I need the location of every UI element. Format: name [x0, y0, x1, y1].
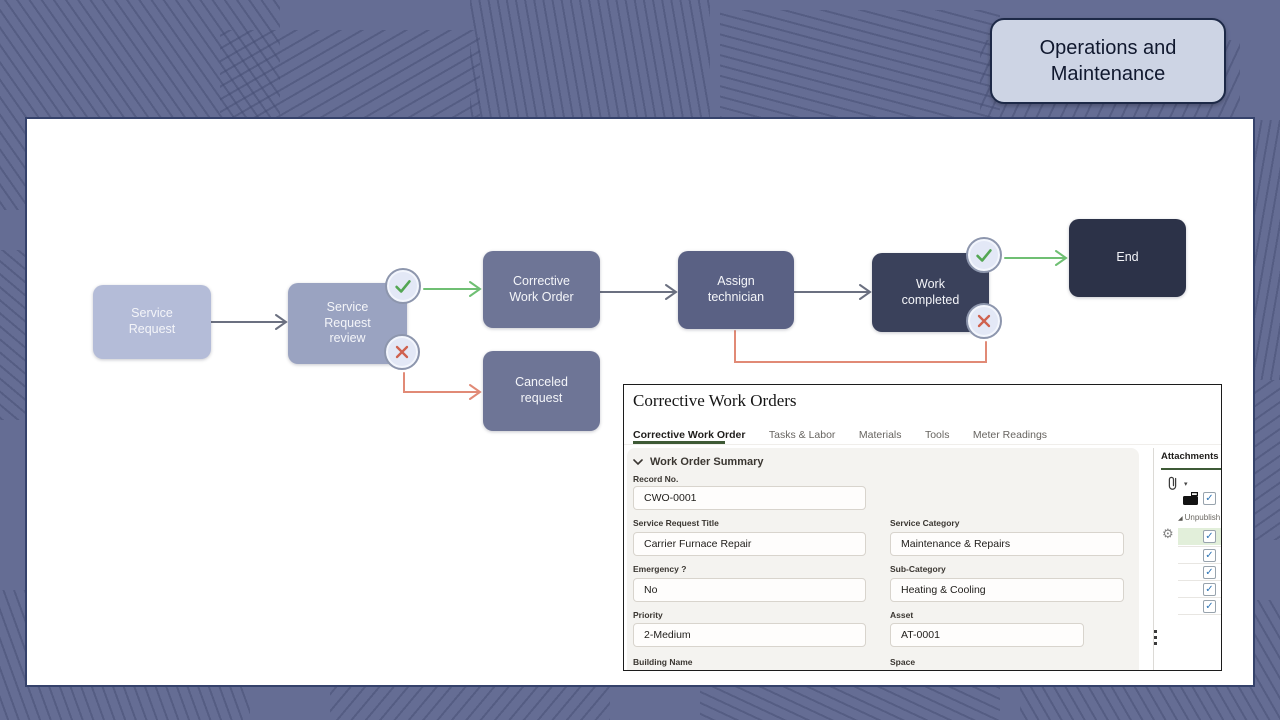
field-input-emergency[interactable]: No — [633, 578, 866, 602]
check-icon — [395, 280, 411, 293]
flow-node-corrective-work-order: Corrective Work Order — [483, 251, 600, 328]
form-title: Corrective Work Orders — [633, 391, 797, 410]
check-icon — [976, 249, 992, 262]
field-label-priority: Priority — [633, 610, 663, 620]
workorder-form-window: Corrective Work Orders Corrective Work O… — [623, 384, 1222, 671]
row-divider — [1178, 563, 1221, 564]
attachments-underline — [1161, 468, 1221, 470]
gate-review-approved — [385, 268, 421, 304]
tab-materials[interactable]: Materials — [858, 429, 902, 441]
work-order-summary-section: Work Order Summary Record No. CWO-0001 S… — [627, 448, 1139, 670]
chevron-down-icon[interactable] — [633, 459, 643, 466]
row-divider — [1178, 614, 1221, 615]
attachment-checkbox[interactable]: ✓ — [1203, 566, 1216, 579]
tree-item-unpublished[interactable]: ◢Unpublish — [1178, 513, 1220, 522]
flow-node-service-request: Service Request — [93, 285, 211, 359]
flow-node-end: End — [1069, 219, 1186, 297]
field-label-record-no: Record No. — [633, 474, 679, 484]
flow-connectors — [210, 250, 1068, 400]
approve-arrows — [423, 250, 1068, 297]
section-title: Work Order Summary — [633, 456, 764, 468]
attachment-checkbox[interactable]: ✓ — [1203, 492, 1216, 505]
form-tab-bar: Corrective Work Order Tasks & Labor Mate… — [633, 425, 1066, 443]
attachment-checkbox[interactable]: ✓ — [1203, 583, 1216, 596]
attachments-title: Attachments — [1161, 451, 1219, 462]
tab-tasks-labor[interactable]: Tasks & Labor — [768, 429, 836, 441]
node-label: Canceled request — [515, 375, 568, 405]
field-label-service-request-title: Service Request Title — [633, 518, 719, 528]
flow-node-assign-technician: Assign technician — [678, 251, 794, 329]
gate-work-approved — [966, 237, 1002, 273]
tab-divider — [624, 444, 1221, 445]
tree-collapse-icon[interactable]: ◢ — [1178, 515, 1183, 522]
gate-review-rejected — [384, 334, 420, 370]
node-label: Work completed — [901, 276, 960, 307]
active-tab-underline — [633, 441, 725, 444]
x-icon — [395, 345, 409, 359]
slide-title: Operations and Maintenance — [1039, 37, 1177, 85]
attachment-checkbox[interactable]: ✓ — [1203, 549, 1216, 562]
node-label: Assign technician — [707, 274, 765, 304]
row-divider — [1178, 580, 1221, 581]
attachment-checkbox[interactable]: ✓ — [1203, 530, 1216, 543]
panel-splitter[interactable] — [1153, 448, 1154, 670]
node-label: Corrective Work Order — [509, 273, 574, 304]
field-input-record-no[interactable]: CWO-0001 — [633, 486, 866, 510]
section-title-text: Work Order Summary — [650, 456, 764, 468]
node-label: Service Request review — [324, 300, 371, 346]
node-label: Service Request — [128, 306, 176, 336]
publish-status-icon[interactable] — [1182, 492, 1199, 506]
row-divider — [1178, 546, 1221, 547]
field-input-service-request-title[interactable]: Carrier Furnace Repair — [633, 532, 866, 556]
field-label-building-name: Building Name — [633, 657, 693, 667]
node-label: End — [1116, 250, 1139, 265]
x-icon — [977, 314, 991, 328]
diagram-canvas: Service Request Service Request review C… — [25, 117, 1255, 687]
field-label-space: Space — [890, 657, 916, 667]
flow-node-canceled-request: Canceled request — [483, 351, 600, 431]
tab-corrective-work-order[interactable]: Corrective Work Order — [633, 429, 746, 441]
field-input-service-category[interactable]: Maintenance & Repairs — [890, 532, 1124, 556]
gate-work-rejected — [966, 303, 1002, 339]
field-label-asset: Asset — [890, 610, 914, 620]
row-divider — [1178, 597, 1221, 598]
tab-tools[interactable]: Tools — [924, 429, 950, 441]
attachment-checkbox[interactable]: ✓ — [1203, 600, 1216, 613]
caret-down-icon[interactable]: ▾ — [1184, 480, 1188, 488]
tab-meter-readings[interactable]: Meter Readings — [972, 429, 1048, 441]
reject-arrows — [403, 330, 987, 400]
field-input-asset[interactable]: AT-0001 — [890, 623, 1084, 647]
splitter-handle-icon[interactable] — [1154, 630, 1158, 648]
attachments-panel: Attachments ▾ ✓ ◢Unpublish ⚙ ✓ ✓ — [1159, 449, 1221, 670]
field-input-sub-category[interactable]: Heating & Cooling — [890, 578, 1124, 602]
field-label-sub-category: Sub-Category — [890, 564, 946, 574]
gear-icon[interactable]: ⚙ — [1162, 527, 1174, 542]
gray-arrows — [210, 284, 872, 330]
paperclip-icon[interactable] — [1166, 475, 1179, 491]
field-input-priority[interactable]: 2-Medium — [633, 623, 866, 647]
field-label-service-category: Service Category — [890, 518, 960, 528]
field-label-emergency: Emergency ? — [633, 564, 687, 574]
tree-item-label: Unpublish — [1184, 513, 1221, 522]
slide-title-box: Operations and Maintenance — [990, 18, 1226, 104]
